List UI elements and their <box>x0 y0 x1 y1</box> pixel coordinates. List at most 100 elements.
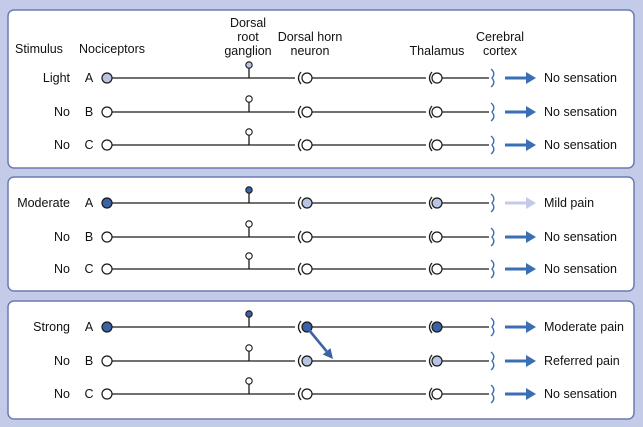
outcome-label: Moderate pain <box>544 320 624 334</box>
pathway-row: Moderate A Mild pain <box>17 186 594 213</box>
pathway-row: No B No sensation <box>54 220 617 247</box>
synapse-cortex <box>490 227 495 247</box>
header-dorsal-horn-line1: Dorsal horn <box>278 30 343 44</box>
output-arrow-head <box>526 263 536 275</box>
stimulus-label: No <box>54 230 70 244</box>
panel-frame <box>7 9 635 169</box>
thalamus-neuron <box>431 355 443 367</box>
synapse-thalamus <box>428 354 433 368</box>
synapse-cortex <box>490 351 495 371</box>
ganglion-cell-body <box>245 252 253 260</box>
header-nociceptors: Nociceptors <box>79 42 145 56</box>
dorsal-horn-neuron <box>301 321 313 333</box>
dorsal-horn-neuron <box>301 197 313 209</box>
synapse-cortex <box>490 68 495 88</box>
thalamus-neuron <box>431 197 443 209</box>
stimulus-label: No <box>54 105 70 119</box>
synapse-thalamus <box>428 196 433 210</box>
pathway-row: Strong A Moderate pain <box>33 310 624 359</box>
output-arrow-head <box>526 355 536 367</box>
stimulus-label: Moderate <box>17 196 70 210</box>
thalamus-neuron <box>431 72 443 84</box>
dorsal-horn-neuron <box>301 355 313 367</box>
outcome-label: No sensation <box>544 71 617 85</box>
header-drg-line3: ganglion <box>224 44 271 58</box>
outcome-label: No sensation <box>544 230 617 244</box>
synapse-thalamus <box>428 105 433 119</box>
thalamus-neuron <box>431 139 443 151</box>
synapse-cortex <box>490 102 495 122</box>
outcome-label: Referred pain <box>544 354 620 368</box>
dorsal-horn-neuron <box>301 106 313 118</box>
dorsal-horn-neuron <box>301 263 313 275</box>
synapse-thalamus <box>428 71 433 85</box>
dorsal-horn-neuron <box>301 72 313 84</box>
thalamus-neuron <box>431 106 443 118</box>
dorsal-horn-neuron <box>301 139 313 151</box>
header-drg-line2: root <box>237 30 259 44</box>
synapse-dorsal-horn <box>297 196 302 210</box>
thalamus-neuron <box>431 388 443 400</box>
convergence-arrow-shaft <box>307 329 328 353</box>
synapse-dorsal-horn <box>297 138 302 152</box>
fiber-label: A <box>85 196 94 210</box>
header-drg-line1: Dorsal <box>230 16 266 30</box>
dorsal-horn-neuron <box>301 231 313 243</box>
header-stimulus: Stimulus <box>15 42 63 56</box>
header-thalamus: Thalamus <box>410 44 465 58</box>
output-arrow-head <box>526 321 536 333</box>
pathway-row: No C No sensation <box>54 128 617 155</box>
synapse-cortex <box>490 193 495 213</box>
synapse-thalamus <box>428 262 433 276</box>
synapse-dorsal-horn <box>297 105 302 119</box>
nociceptor-ending <box>101 197 113 209</box>
synapse-cortex <box>490 384 495 404</box>
header-cortex-line1: Cerebral <box>476 30 524 44</box>
fiber-label: C <box>84 138 93 152</box>
synapse-dorsal-horn <box>297 262 302 276</box>
panel-frame <box>7 300 635 420</box>
synapse-cortex <box>490 259 495 279</box>
fiber-label: B <box>85 230 93 244</box>
synapse-dorsal-horn <box>297 387 302 401</box>
nociceptor-ending <box>101 321 113 333</box>
stimulus-label: Strong <box>33 320 70 334</box>
synapse-dorsal-horn <box>297 71 302 85</box>
fiber-label: B <box>85 105 93 119</box>
output-arrow-head <box>526 388 536 400</box>
nociceptor-ending <box>101 388 113 400</box>
nociceptor-ending <box>101 355 113 367</box>
output-arrow-head <box>526 72 536 84</box>
thalamus-neuron <box>431 321 443 333</box>
synapse-dorsal-horn <box>297 320 302 334</box>
fiber-label: A <box>85 71 94 85</box>
nociceptor-ending <box>101 139 113 151</box>
fiber-label: A <box>85 320 94 334</box>
synapse-thalamus <box>428 320 433 334</box>
nociceptor-ending <box>101 72 113 84</box>
ganglion-cell-body <box>245 220 253 228</box>
outcome-label: Mild pain <box>544 196 594 210</box>
fiber-label: C <box>84 387 93 401</box>
outcome-label: No sensation <box>544 138 617 152</box>
thalamus-neuron <box>431 263 443 275</box>
ganglion-cell-body <box>245 377 253 385</box>
synapse-thalamus <box>428 138 433 152</box>
ganglion-cell-body <box>245 310 253 318</box>
stimulus-label: No <box>54 138 70 152</box>
dorsal-horn-neuron <box>301 388 313 400</box>
nociceptor-ending <box>101 106 113 118</box>
stimulus-label: No <box>54 354 70 368</box>
output-arrow-head <box>526 231 536 243</box>
header-cortex-line2: cortex <box>483 44 518 58</box>
stimulus-label: Light <box>43 71 71 85</box>
header-dorsal-horn-line2: neuron <box>291 44 330 58</box>
convergence-arrow-head <box>322 348 333 359</box>
nociceptor-ending <box>101 263 113 275</box>
